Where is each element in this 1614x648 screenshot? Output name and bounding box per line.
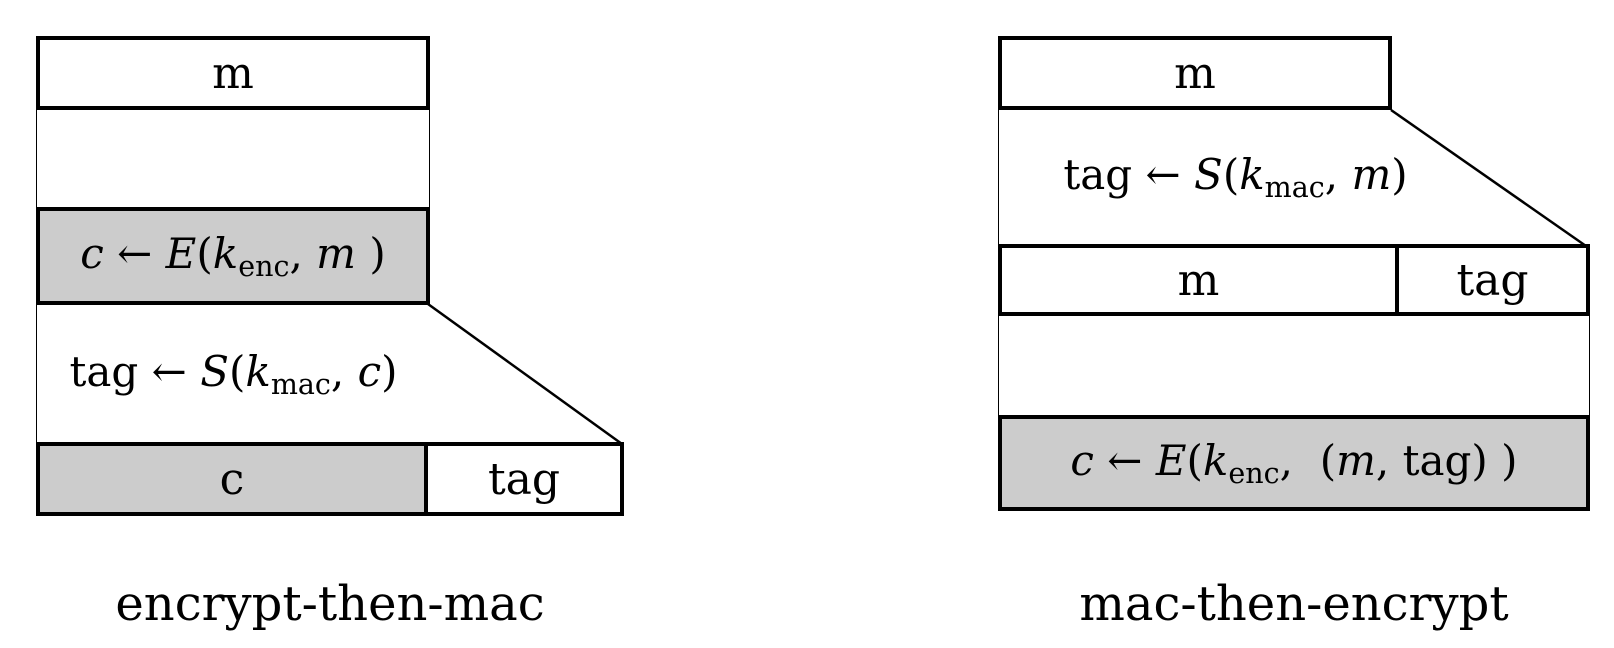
mte-spacer-region bbox=[998, 316, 1590, 415]
mte-caption: mac-then-encrypt bbox=[1079, 576, 1509, 632]
mte-row-tag-cell: tag bbox=[1395, 244, 1590, 316]
etm-output-tag-label: tag bbox=[487, 453, 561, 505]
etm-mac-formula: tag ← S(kmac, c) bbox=[69, 346, 398, 401]
mte-mac-step-region: tag ← S(kmac, m) bbox=[998, 110, 1472, 244]
etm-message-box: m bbox=[36, 36, 430, 110]
mte-encrypt-box: c ← E(kenc, (m, tag) ) bbox=[998, 415, 1590, 511]
etm-diagonal-line bbox=[427, 302, 623, 446]
mte-message-label: m bbox=[1174, 47, 1216, 99]
mte-encrypt-formula: c ← E(kenc, (m, tag) ) bbox=[1070, 436, 1518, 490]
mte-row-message-cell: m bbox=[998, 244, 1399, 316]
mte-message-box: m bbox=[998, 36, 1392, 110]
mte-row-tag-label: tag bbox=[1456, 254, 1529, 306]
etm-output-tag-cell: tag bbox=[424, 442, 624, 516]
etm-mac-step-region: tag ← S(kmac, c) bbox=[36, 305, 430, 442]
etm-output-cipher-label: c bbox=[219, 453, 245, 505]
etm-spacer-region bbox=[36, 110, 430, 207]
etm-message-label: m bbox=[212, 47, 254, 99]
mte-mac-formula: tag ← S(kmac, m) bbox=[1063, 150, 1408, 204]
etm-caption: encrypt-then-mac bbox=[115, 576, 545, 632]
etm-encrypt-formula: c ← E(kenc, m ) bbox=[80, 229, 386, 283]
etm-encrypt-box: c ← E(kenc, m ) bbox=[36, 207, 430, 305]
mte-row-message-label: m bbox=[1177, 254, 1220, 306]
etm-output-cipher-cell: c bbox=[36, 442, 428, 516]
